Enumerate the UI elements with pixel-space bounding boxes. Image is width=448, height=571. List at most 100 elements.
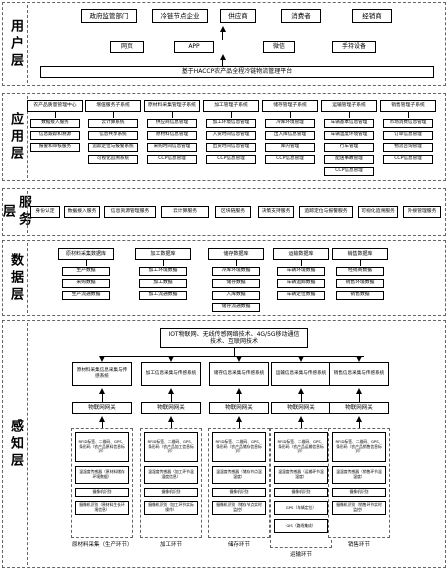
node-label: 储存环节 <box>227 542 250 548</box>
app-item: 出入库信息管理 <box>265 131 315 140</box>
app-subsystem-title: 加工管理子系统 <box>203 100 259 112</box>
sensor-device: 摄像机识别 <box>274 488 328 497</box>
app-subsystem-title: 运输管理子系统 <box>321 100 377 112</box>
database-title: 原材料采集数据库 <box>58 248 114 260</box>
app-item: 库内管理 <box>265 143 315 152</box>
sensor-device: GIS（路线集成） <box>274 519 328 533</box>
app-item: 物流咨询管理 <box>383 143 433 152</box>
arrow-up-icon <box>220 54 226 60</box>
sensor-device: RFID标签、二维码、GPS、条形码（农产品运输信息标识） <box>274 432 328 462</box>
database-title: 储存数据库 <box>208 248 264 260</box>
sensor-device: RFID标签、二维码、GPS、条形码（农产品原料信息标识） <box>75 432 129 462</box>
service-item: 外接管理服务 <box>403 206 441 218</box>
layer-divider <box>27 191 28 233</box>
sensor-device: GPS（车辆定位） <box>274 501 328 515</box>
app-item: 加工环境信息管理 <box>206 119 256 128</box>
app-item: 云计算系统 <box>88 119 138 128</box>
sensing-layer-label: 感知层 <box>8 418 23 470</box>
layer-divider <box>27 5 28 83</box>
terminal-box: 网页 <box>110 41 144 53</box>
connector-line <box>171 394 172 402</box>
database-title: 加工数据库 <box>135 248 191 260</box>
arrow-up-icon <box>236 388 242 394</box>
connector-line <box>113 112 114 118</box>
node-label: 原材料采集（生产环节） <box>72 542 133 548</box>
app-subsystem-title: 储存管理子系统 <box>262 100 318 112</box>
node-label: 运输环节 <box>289 552 312 558</box>
app-item: 冷库环境管理 <box>265 119 315 128</box>
connector-line <box>86 260 87 266</box>
database-item: 车辆定位数据 <box>277 291 325 300</box>
node-label: 销售环节 <box>347 542 370 548</box>
connector-line <box>222 32 223 40</box>
sensing-subsystem: 销售信息采集与传感系统 <box>329 362 389 386</box>
arrow-up-icon <box>236 416 242 422</box>
data-layer-label: 数据层 <box>8 252 23 304</box>
arrow-up-icon <box>168 416 174 422</box>
arrow-up-icon <box>298 416 304 422</box>
service-item: 追踪定位与报警服务 <box>299 206 353 218</box>
role-box: 政府监管部门 <box>81 9 137 23</box>
data-layer: 数据层 <box>2 240 446 316</box>
app-subsystem-title: 销售管理子系统 <box>380 100 436 112</box>
connector-line <box>55 112 56 118</box>
terminal-box: 手持设备 <box>332 41 376 53</box>
layer-divider <box>27 243 28 313</box>
app-item: 追踪定位与报警系统 <box>88 143 138 152</box>
connector-line <box>171 422 172 428</box>
connector-line <box>359 422 360 428</box>
service-item: 区块链服务 <box>215 206 251 218</box>
connector-line <box>239 422 240 428</box>
gateway-box: 物联网网关 <box>209 402 269 414</box>
app-item: 行车管理 <box>324 143 374 152</box>
database-item: 加工环境数据 <box>139 267 187 276</box>
service-item: 数据接入服务 <box>64 206 100 218</box>
database-item: 储存数据 <box>212 279 260 288</box>
connector-line <box>102 394 103 402</box>
app-item: 信息共享系统 <box>88 131 138 140</box>
app-item: 报警和审核服务 <box>30 143 80 152</box>
terminal-box: 微信 <box>263 41 295 53</box>
database-item: 生产数据 <box>62 267 110 276</box>
app-subsystem-title: 增值服务子系统 <box>85 100 141 112</box>
app-layer: 应用层 <box>2 93 446 181</box>
sensor-device: 摄像机识别（销售环节实时监控） <box>332 501 386 515</box>
sensor-device: 温湿度传感器（加工环节温湿度信息） <box>144 466 198 484</box>
gateway-box: 物联网网关 <box>141 402 201 414</box>
connector-line <box>102 422 103 428</box>
user-layer: 用户层 <box>2 2 446 86</box>
app-subsystem-title: 农产品质量管理中心 <box>27 100 83 112</box>
network-box: IOT物联网、无线传感网络技术、4G/5G移动通信技术、互联网技术 <box>160 328 308 348</box>
role-box: 消费者 <box>281 9 321 23</box>
sensor-device: 温湿度传感器（运输环节温湿度） <box>274 466 328 484</box>
database-item: 生产流通数据 <box>62 291 110 300</box>
connector-line <box>104 356 364 357</box>
sensing-layer: 感知层 <box>2 320 446 568</box>
app-item: 供应商信息管理 <box>147 119 197 128</box>
arrow-up-icon <box>220 26 226 32</box>
connector-line <box>349 112 350 118</box>
app-item: 市场消费信息管理 <box>383 119 433 128</box>
service-item: 可视化追溯服务 <box>358 206 398 218</box>
arrow-up-icon <box>99 416 105 422</box>
sensor-device: 摄像机识别 <box>75 488 129 497</box>
arrow-up-icon <box>298 388 304 394</box>
service-layer-label: 服务层 <box>0 195 31 229</box>
connector-line <box>239 394 240 402</box>
arrow-up-icon <box>168 388 174 394</box>
platform-box: 基于HACCP农产品全程冷链物流管理平台 <box>40 66 434 78</box>
sensor-device: RFID标签、二维码、GPS、条形码（农产品销售信息标识） <box>332 432 386 462</box>
database-title: 运输数据库 <box>273 248 329 260</box>
app-item: 配送事故管理 <box>324 155 374 164</box>
connector-line <box>301 422 302 428</box>
role-box: 经销商 <box>352 9 392 23</box>
database-item: 加工流通数据 <box>139 291 187 300</box>
gateway-box: 物联网网关 <box>329 402 389 414</box>
arrow-down-icon <box>168 356 174 362</box>
sensor-device: 温湿度传感器（储存节点温湿度） <box>212 466 266 484</box>
app-item: 可视化追溯系统 <box>88 155 138 164</box>
gateway-box: 物联网网关 <box>271 402 331 414</box>
app-item: 订单信息管理 <box>383 131 433 140</box>
app-item: CCP信息管理 <box>265 155 315 164</box>
sensing-subsystem: 原材料采集信息采集与传感系统 <box>72 362 132 386</box>
